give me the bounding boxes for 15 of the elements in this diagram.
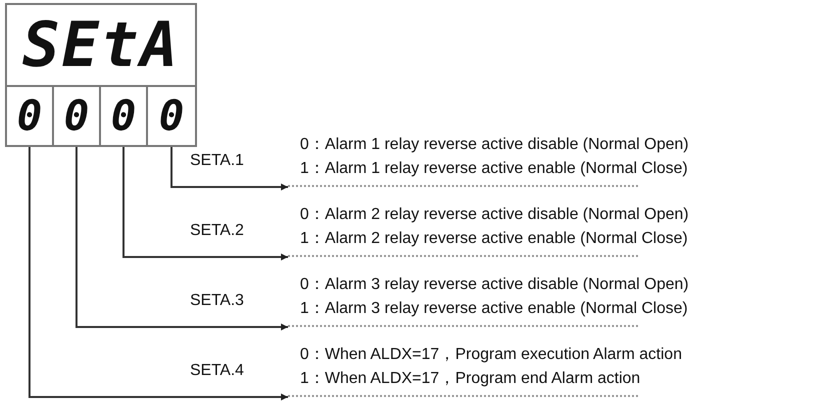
arrow — [170, 147, 288, 190]
option-text: 1：Alarm 1 relay reverse active enable (Normal Close) — [300, 159, 688, 179]
arrow — [122, 147, 288, 260]
display-panel: SEtA — [5, 3, 197, 87]
option-text: 1：When ALDX=17，Program end Alarm action — [300, 369, 640, 389]
option-text: 0：Alarm 2 relay reverse active disable (Normal Open) — [300, 205, 689, 225]
option-text: 0：When ALDX=17，Program execution Alarm action — [300, 345, 682, 365]
option-text: 1：Alarm 3 relay reverse active enable (Normal Close) — [300, 299, 688, 319]
option-text: 0：Alarm 3 relay reverse active disable (Normal Open) — [300, 275, 689, 295]
arrow — [28, 147, 288, 400]
digit-cell: 0 — [5, 85, 54, 147]
option-text: 1：Alarm 2 relay reverse active enable (Normal Close) — [300, 229, 688, 249]
option-text: 0：Alarm 1 relay reverse active disable (Normal Open) — [300, 135, 689, 155]
arrow — [76, 147, 288, 330]
digit-cell: 0 — [146, 85, 197, 147]
